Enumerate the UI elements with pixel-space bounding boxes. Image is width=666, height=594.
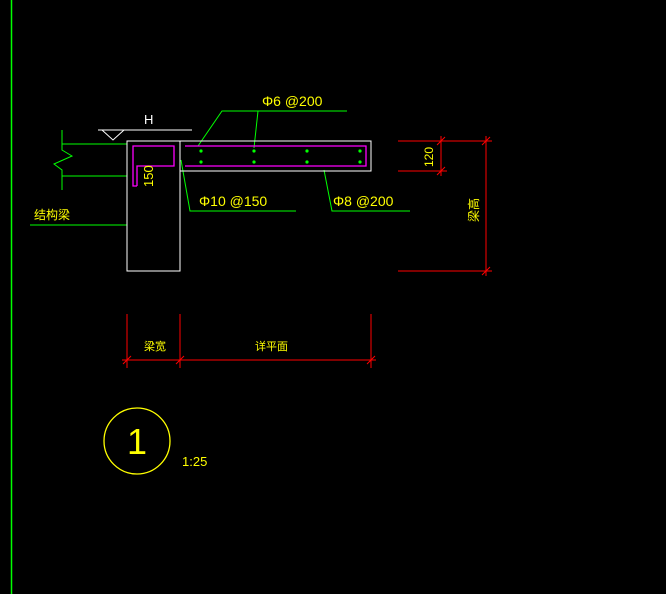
rebar-dot xyxy=(358,160,362,164)
rebar-dot xyxy=(199,149,203,153)
rebar-dots xyxy=(199,149,362,164)
dim-tick xyxy=(436,166,446,176)
ledge-top-bar xyxy=(185,145,367,167)
rebar-dot xyxy=(358,149,362,153)
beam-height-label: 梁高 xyxy=(466,198,481,222)
stirrup-leader xyxy=(180,159,296,212)
rebar-dot xyxy=(252,149,256,153)
bottom-bar-label: Φ8 @200 xyxy=(333,193,394,209)
dim-tick xyxy=(481,136,491,146)
top-bar-leader-branch xyxy=(253,110,259,149)
dim-tick xyxy=(122,355,132,365)
beam-depth-label: 150 xyxy=(141,165,156,187)
top-bar-label: Φ6 @200 xyxy=(262,93,323,109)
dim-tick xyxy=(366,355,376,365)
dim-tick xyxy=(481,266,491,276)
structural-beam-label: 结构梁 xyxy=(34,207,70,222)
scale-label: 1:25 xyxy=(182,454,207,469)
rebar-dot xyxy=(305,149,309,153)
bottom-bar-leader xyxy=(323,169,410,212)
beam-section xyxy=(126,140,181,272)
ledge-width-label: 详平面 xyxy=(255,339,288,353)
structure-outline xyxy=(98,129,372,272)
stirrup-bar xyxy=(132,145,175,187)
rebar xyxy=(132,145,367,187)
detail-number: 1 xyxy=(127,421,147,462)
ledge-section xyxy=(179,140,372,172)
elevation-triangle xyxy=(101,129,125,141)
dim-tick xyxy=(175,355,185,365)
leader-lines xyxy=(30,110,410,226)
elevation-label: H xyxy=(144,112,153,127)
dim-tick xyxy=(436,136,446,146)
detail-circle xyxy=(103,407,171,475)
stirrup-label: Φ10 @150 xyxy=(199,193,267,209)
slab-thickness-label: 120 xyxy=(422,147,436,167)
beam-width-label: 梁宽 xyxy=(144,339,166,353)
break-line-symbol xyxy=(53,130,74,190)
top-bar-leader xyxy=(197,110,347,147)
rebar-dot xyxy=(199,160,203,164)
rebar-dot xyxy=(305,160,309,164)
rebar-dot xyxy=(252,160,256,164)
dimensions xyxy=(122,136,492,368)
